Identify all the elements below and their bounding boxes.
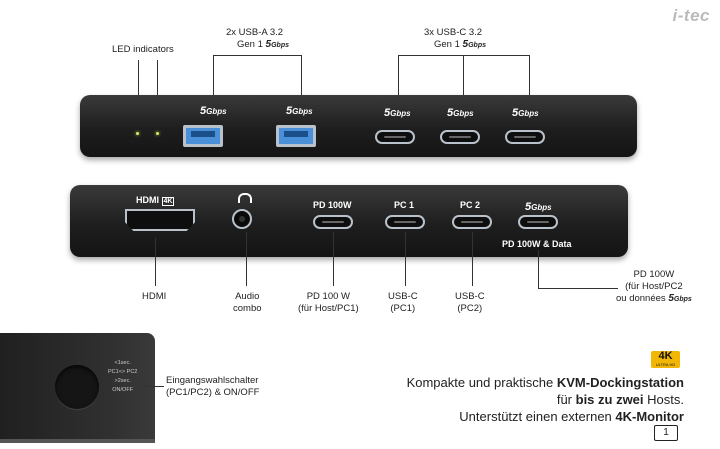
hdmi-port	[125, 209, 195, 231]
switch-button	[55, 365, 99, 409]
pc2-port-label: PC 2	[460, 200, 481, 210]
pd-callout-line	[333, 232, 334, 286]
4k-badge-sub: ULTRA HD	[655, 362, 676, 367]
speed-logo-icon: 5Gbps	[447, 107, 474, 119]
pd-label: PD 100 W (für Host/PC1)	[298, 291, 359, 314]
pd-data-label: PD 100W (für Host/PC2 ou données 5Gbps	[616, 269, 692, 304]
speed-logo-icon: 5Gbps	[384, 107, 411, 119]
audio-callout-line	[246, 232, 247, 286]
speed-logo-icon: 5Gbps	[668, 293, 692, 304]
usb-a-port-1	[183, 125, 223, 147]
pc1-port-label: PC 1	[394, 200, 415, 210]
usb-c-port-2	[440, 130, 480, 144]
usbc-pc1-label: USB-C (PC1)	[388, 291, 418, 314]
hdmi-label: HDMI	[142, 291, 167, 302]
usba-bracket-top	[213, 55, 302, 56]
usbc-bracket-top	[398, 55, 530, 56]
switch-label: Eingangswahlschalter (PC1/PC2) & ON/OFF	[166, 375, 260, 398]
page-number: 1	[663, 427, 669, 438]
hdmi-port-label: HDMI 4K	[136, 195, 175, 206]
speed-logo-icon: 5Gbps	[200, 105, 227, 117]
usbc-bracket-mid	[463, 55, 464, 107]
usb-a-port-2	[276, 125, 316, 147]
led-callout-line-left	[138, 60, 139, 122]
pd-data-callout-vertical	[538, 250, 539, 288]
led-callout-line-right	[157, 60, 158, 122]
page-number-box: 1	[654, 425, 678, 441]
speed-logo-icon: 5Gbps	[512, 107, 539, 119]
speed-logo-icon: 5Gbps	[525, 201, 552, 213]
brand-logo-text: i-tec	[672, 6, 710, 25]
switch-callout-line	[140, 386, 164, 387]
hdmi-4k-badge: 4K	[161, 197, 175, 206]
speed-logo-icon: 5Gbps	[462, 39, 486, 50]
pd-data-port-label: PD 100W & Data	[502, 239, 572, 249]
audio-label: Audio combo	[233, 291, 262, 314]
4k-ultra-hd-badge: 4K ULTRA HD	[651, 351, 680, 368]
usbc-label-line2: Gen 1 5Gbps	[434, 39, 486, 50]
usb-c-pd-port	[313, 215, 353, 229]
switch-bottom-edge	[0, 439, 155, 443]
hdmi-callout-line	[155, 238, 156, 286]
headphone-icon	[238, 193, 252, 203]
usba-bracket-left	[213, 55, 214, 105]
pc2-callout-line	[472, 232, 473, 286]
4k-badge-main: 4K	[658, 350, 673, 362]
pd100w-port-label: PD 100W	[313, 200, 352, 210]
usb-c-data-port	[518, 215, 558, 229]
brand-logo: i-tec	[673, 6, 710, 26]
pc1-callout-line	[405, 232, 406, 286]
audio-port	[232, 209, 252, 229]
usba-label-line1: 2x USB-A 3.2	[226, 27, 284, 38]
led-indicator-1	[136, 132, 139, 135]
led-indicator-2	[156, 132, 159, 135]
switch-hints: <1sec. PC1<> PC2 >2sec. ON/OFF	[108, 360, 138, 393]
led-indicators-label: LED indicators	[112, 44, 174, 55]
usb-c-port-1	[375, 130, 415, 144]
pd-data-callout-horizontal	[538, 288, 618, 289]
usba-bracket-right	[301, 55, 302, 105]
usb-c-pc1-port	[385, 215, 425, 229]
dock-rear-view: HDMI 4K PD 100W PC 1 PC 2 5Gbps PD 100W …	[70, 185, 628, 257]
usb-c-port-3	[505, 130, 545, 144]
usbc-label-line1: 3x USB-C 3.2	[424, 27, 483, 38]
product-description: Kompakte und praktische KVM-Dockingstati…	[406, 375, 684, 424]
usbc-bracket-right	[529, 55, 530, 107]
speed-logo-icon: 5Gbps	[265, 39, 289, 50]
usbc-pc2-label: USB-C (PC2)	[455, 291, 485, 314]
switch-closeup: <1sec. PC1<> PC2 >2sec. ON/OFF	[0, 333, 155, 443]
speed-logo-icon: 5Gbps	[286, 105, 313, 117]
usbc-bracket-left	[398, 55, 399, 107]
usb-c-pc2-port	[452, 215, 492, 229]
dock-front-view: 5Gbps 5Gbps 5Gbps 5Gbps 5Gbps	[80, 95, 637, 157]
usba-label-line2: Gen 1 5Gbps	[237, 39, 289, 50]
